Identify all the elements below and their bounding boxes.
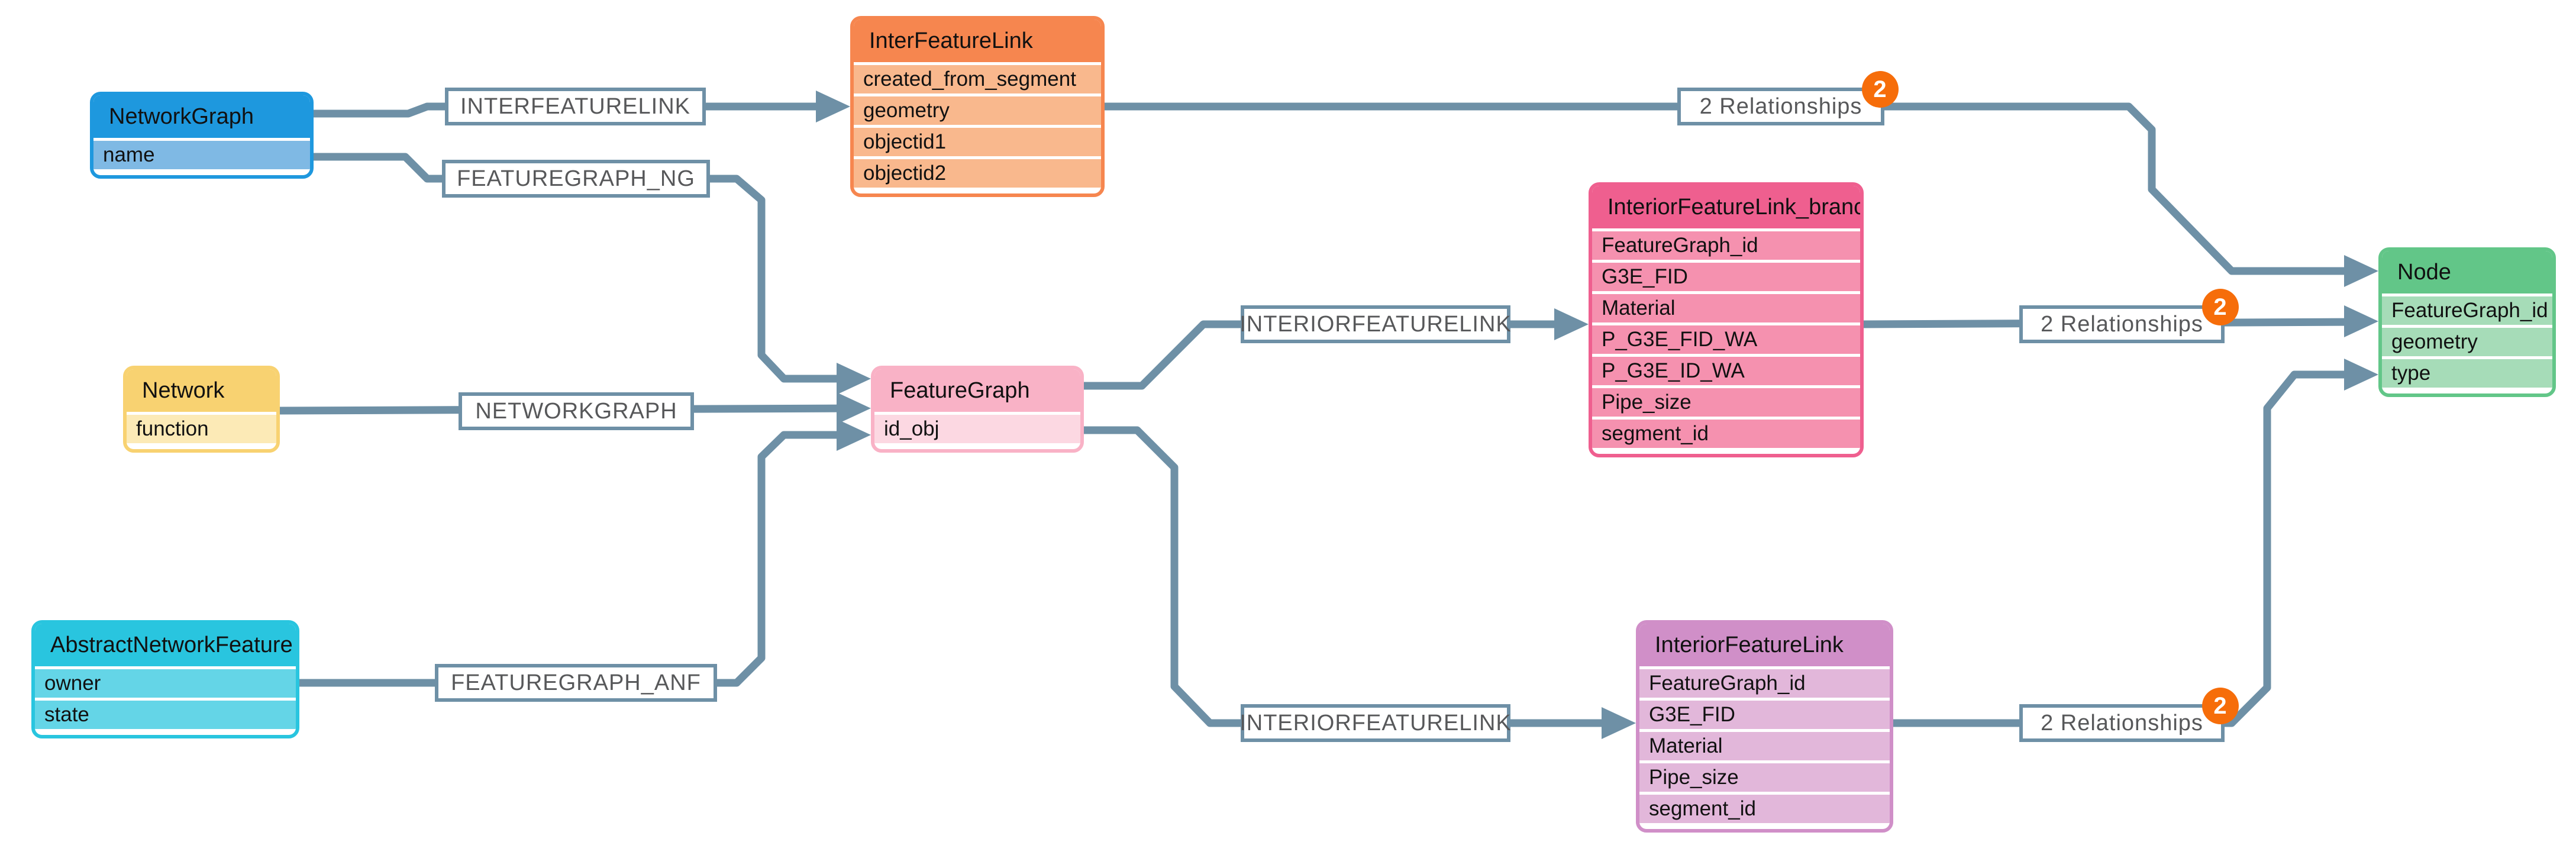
relationship-group-label-middle[interactable]: 2 Relationships 2 <box>2019 289 2239 343</box>
entity-field: Material <box>1639 732 1890 760</box>
entity-field: geometry <box>2382 328 2552 356</box>
entity-field: name <box>93 141 310 169</box>
entity-field: FeatureGraph_id <box>1639 669 1890 698</box>
entity-title: AbstractNetworkFeature <box>35 624 296 666</box>
entity-field: Pipe_size <box>1639 763 1890 792</box>
entity-title: InteriorFeatureLink <box>1639 624 1890 666</box>
entity-field: P_G3E_ID_WA <box>1592 357 1860 385</box>
entity-title: Node <box>2382 251 2552 293</box>
edge-networkgraph-featuregraph[interactable] <box>314 153 871 395</box>
entity-field: FeatureGraph_id <box>2382 296 2552 325</box>
edge-interfeaturelink-node[interactable] <box>1105 102 2378 287</box>
entity-field: Pipe_size <box>1592 388 1860 417</box>
relationship-group-text: 2 Relationships <box>2041 710 2203 736</box>
entity-featuregraph[interactable]: FeatureGraph id_obj <box>871 366 1084 453</box>
edge-featuregraph-interiorfeaturelink[interactable] <box>1084 426 1636 739</box>
entity-field: Material <box>1592 294 1860 322</box>
entity-interfeaturelink[interactable]: InterFeatureLink created_from_segment ge… <box>850 16 1105 197</box>
entity-field: objectid1 <box>854 128 1101 156</box>
entity-field: function <box>127 415 276 443</box>
relationship-count-badge[interactable]: 2 <box>2202 688 2239 724</box>
entity-title: Network <box>127 369 276 412</box>
entity-interiorfeaturelink-branch[interactable]: InteriorFeatureLink_branch FeatureGraph_… <box>1589 182 1864 457</box>
entity-field: id_obj <box>874 415 1080 443</box>
edge-label-featuregraph-anf[interactable]: FEATUREGRAPH_ANF <box>435 664 717 702</box>
entity-title: InterFeatureLink <box>854 20 1101 62</box>
entity-field: segment_id <box>1639 795 1890 823</box>
entity-field: state <box>35 701 296 729</box>
entity-field: objectid2 <box>854 159 1101 188</box>
entity-field: P_G3E_FID_WA <box>1592 325 1860 354</box>
entity-field: G3E_FID <box>1592 263 1860 291</box>
entity-title: InteriorFeatureLink_branch <box>1592 186 1860 228</box>
edge-label-featuregraph-ng[interactable]: FEATUREGRAPH_NG <box>442 160 710 198</box>
entity-field: owner <box>35 669 296 698</box>
entity-abstractnetworkfeature[interactable]: AbstractNetworkFeature owner state <box>31 620 299 738</box>
entity-field: geometry <box>854 96 1101 125</box>
edge-abstractnetworkfeature-featuregraph[interactable] <box>299 419 871 687</box>
relationship-group-text: 2 Relationships <box>1699 93 1862 119</box>
entity-title: FeatureGraph <box>874 369 1080 412</box>
relationship-count-badge[interactable]: 2 <box>2202 289 2239 325</box>
relationship-group-label-top[interactable]: 2 Relationships 2 <box>1677 71 1899 125</box>
edge-interiorfeaturelink-node[interactable] <box>1891 359 2378 727</box>
entity-networkgraph[interactable]: NetworkGraph name <box>90 92 314 179</box>
edge-label-interiorfeaturelink-top[interactable]: INTERIORFEATURELINK <box>1239 305 1511 343</box>
relationship-count-badge[interactable]: 2 <box>1862 71 1899 108</box>
entity-interiorfeaturelink[interactable]: InteriorFeatureLink FeatureGraph_id G3E_… <box>1636 620 1893 833</box>
relationship-group-text: 2 Relationships <box>2041 311 2203 337</box>
edge-label-interfeaturelink[interactable]: INTERFEATURELINK <box>445 88 706 125</box>
entity-field: type <box>2382 359 2552 388</box>
entity-network[interactable]: Network function <box>123 366 280 453</box>
edge-label-interiorfeaturelink-bottom[interactable]: INTERIORFEATURELINK <box>1239 704 1511 742</box>
entity-field: segment_id <box>1592 420 1860 448</box>
edge-label-networkgraph[interactable]: NETWORKGRAPH <box>459 392 694 430</box>
entity-field: created_from_segment <box>854 65 1101 93</box>
entity-field: FeatureGraph_id <box>1592 231 1860 260</box>
entity-node[interactable]: Node FeatureGraph_id geometry type <box>2378 247 2556 397</box>
entity-field: G3E_FID <box>1639 701 1890 729</box>
entity-title: NetworkGraph <box>93 95 310 138</box>
relationship-group-label-bottom[interactable]: 2 Relationships 2 <box>2019 688 2239 742</box>
